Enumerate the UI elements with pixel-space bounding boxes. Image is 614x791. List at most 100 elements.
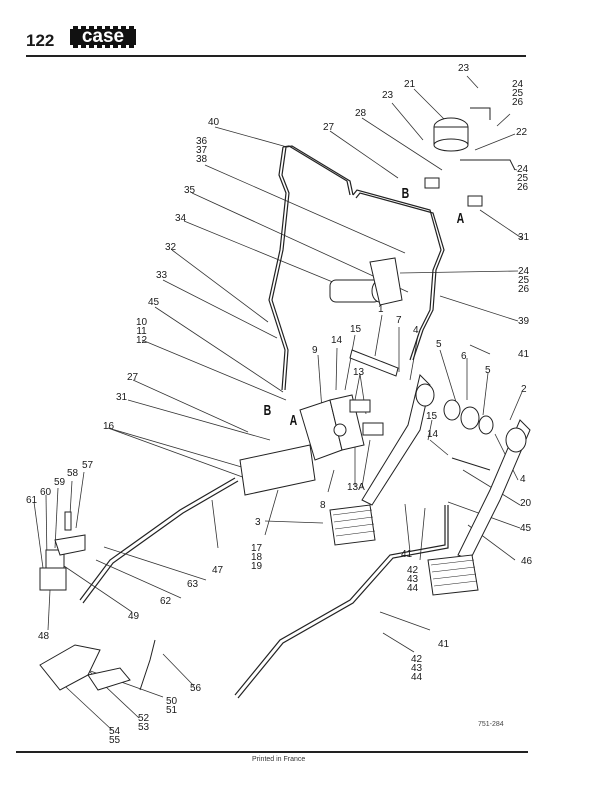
- callout-59: 59: [54, 477, 66, 488]
- callout-number: 50: [166, 696, 178, 707]
- callout-number: 5: [485, 365, 491, 376]
- callout-35: 35: [184, 185, 196, 196]
- callout-number: 52: [138, 713, 150, 724]
- callout-number: 58: [67, 468, 79, 479]
- callout-number: 49: [128, 611, 140, 622]
- callout-63: 63: [187, 580, 198, 590]
- callout-number: 22: [516, 127, 528, 138]
- callout-number: 56: [190, 683, 202, 694]
- callout-number: 21: [404, 79, 416, 90]
- callout-number: 48: [38, 631, 50, 642]
- callout-number: 4: [413, 325, 419, 336]
- callout-number: 34: [175, 213, 187, 224]
- callout-number: 51: [166, 705, 178, 716]
- callout-23: 23: [382, 90, 394, 101]
- callout-number: 44: [411, 672, 423, 683]
- callout-41: 41: [401, 549, 413, 560]
- figure-reference: 751-284: [478, 721, 504, 728]
- callout-number: 16: [103, 421, 115, 432]
- page-number: 122: [26, 31, 55, 50]
- callout-41: 41: [518, 350, 529, 360]
- callout-number: 41: [438, 639, 450, 650]
- callout-16: 16: [103, 421, 115, 432]
- callout-number: 26: [512, 97, 524, 108]
- callout-number: 11: [136, 326, 147, 337]
- callout-number: 39: [518, 316, 530, 327]
- callout-number: 43: [407, 574, 419, 585]
- callout-number: 13: [353, 367, 365, 378]
- callout-number: 42: [411, 654, 423, 665]
- callout-15: 15: [350, 325, 361, 335]
- callout-62: 62: [160, 596, 172, 607]
- callout-number: 57: [82, 460, 94, 471]
- callout-27: 27: [323, 122, 335, 133]
- callout-number: 45: [148, 297, 160, 308]
- callout-number: 18: [251, 552, 263, 563]
- callout-number: 1: [378, 304, 384, 315]
- callout-7: 7: [396, 315, 402, 326]
- callout-3: 3: [255, 518, 261, 528]
- callout-number: 2: [521, 384, 527, 395]
- callout-58: 58: [67, 468, 79, 479]
- callout-number: 23: [382, 90, 394, 101]
- callout-number: 32: [165, 242, 177, 253]
- callout-number: 26: [517, 182, 529, 193]
- callout-number: 27: [127, 372, 139, 383]
- printed-note: Printed in France: [252, 756, 306, 763]
- callout-14: 14: [331, 336, 342, 346]
- callout-number: 14: [427, 429, 439, 440]
- callout-2: 2: [521, 384, 527, 395]
- callout-number: 26: [518, 284, 530, 295]
- callout-number: 27: [323, 122, 335, 133]
- callout-45: 45: [148, 297, 160, 308]
- marker-b-mid: B: [263, 402, 272, 419]
- callout-number: 10: [136, 317, 148, 328]
- callout-number: 4: [520, 474, 526, 485]
- callout-31: 31: [518, 232, 530, 243]
- callout-4: 4: [520, 474, 526, 485]
- callout-32: 32: [165, 242, 177, 253]
- callout-20: 20: [520, 499, 531, 509]
- callout-48: 48: [38, 631, 50, 642]
- callout-number: 25: [518, 275, 530, 286]
- callout-number: 42: [407, 565, 419, 576]
- callout-number: 25: [512, 88, 524, 99]
- callout-46: 46: [521, 557, 532, 567]
- footer-rule: [16, 751, 528, 753]
- callout-number: 61: [26, 495, 38, 506]
- callout-57: 57: [82, 460, 94, 471]
- header-rule: [26, 55, 526, 57]
- callout-number: 13A: [347, 482, 365, 493]
- callout-number: 35: [184, 185, 196, 196]
- callout-45: 45: [520, 524, 531, 534]
- callout-number: 59: [54, 477, 66, 488]
- callout-number: 31: [518, 232, 530, 243]
- callout-number: 33: [156, 270, 168, 281]
- callout-1: 1: [378, 304, 384, 315]
- callout-22: 22: [516, 127, 528, 138]
- callout-number: 41: [401, 549, 413, 560]
- callout-28: 28: [355, 109, 366, 119]
- callout-5: 5: [485, 365, 491, 376]
- callout-number: 7: [396, 315, 402, 326]
- callout-49: 49: [128, 611, 140, 622]
- callout-number: 24: [517, 164, 529, 175]
- callout-number: 36: [196, 136, 208, 147]
- callout-56: 56: [190, 683, 202, 694]
- marker-a-mid: A: [289, 412, 298, 429]
- callout-number: 8: [320, 500, 326, 511]
- callout-4: 4: [413, 325, 419, 336]
- pedal-treads: [332, 509, 478, 587]
- callout-number: 62: [160, 596, 172, 607]
- callout-number: 23: [458, 63, 470, 74]
- callout-number: 47: [212, 565, 224, 576]
- callout-34: 34: [175, 213, 187, 224]
